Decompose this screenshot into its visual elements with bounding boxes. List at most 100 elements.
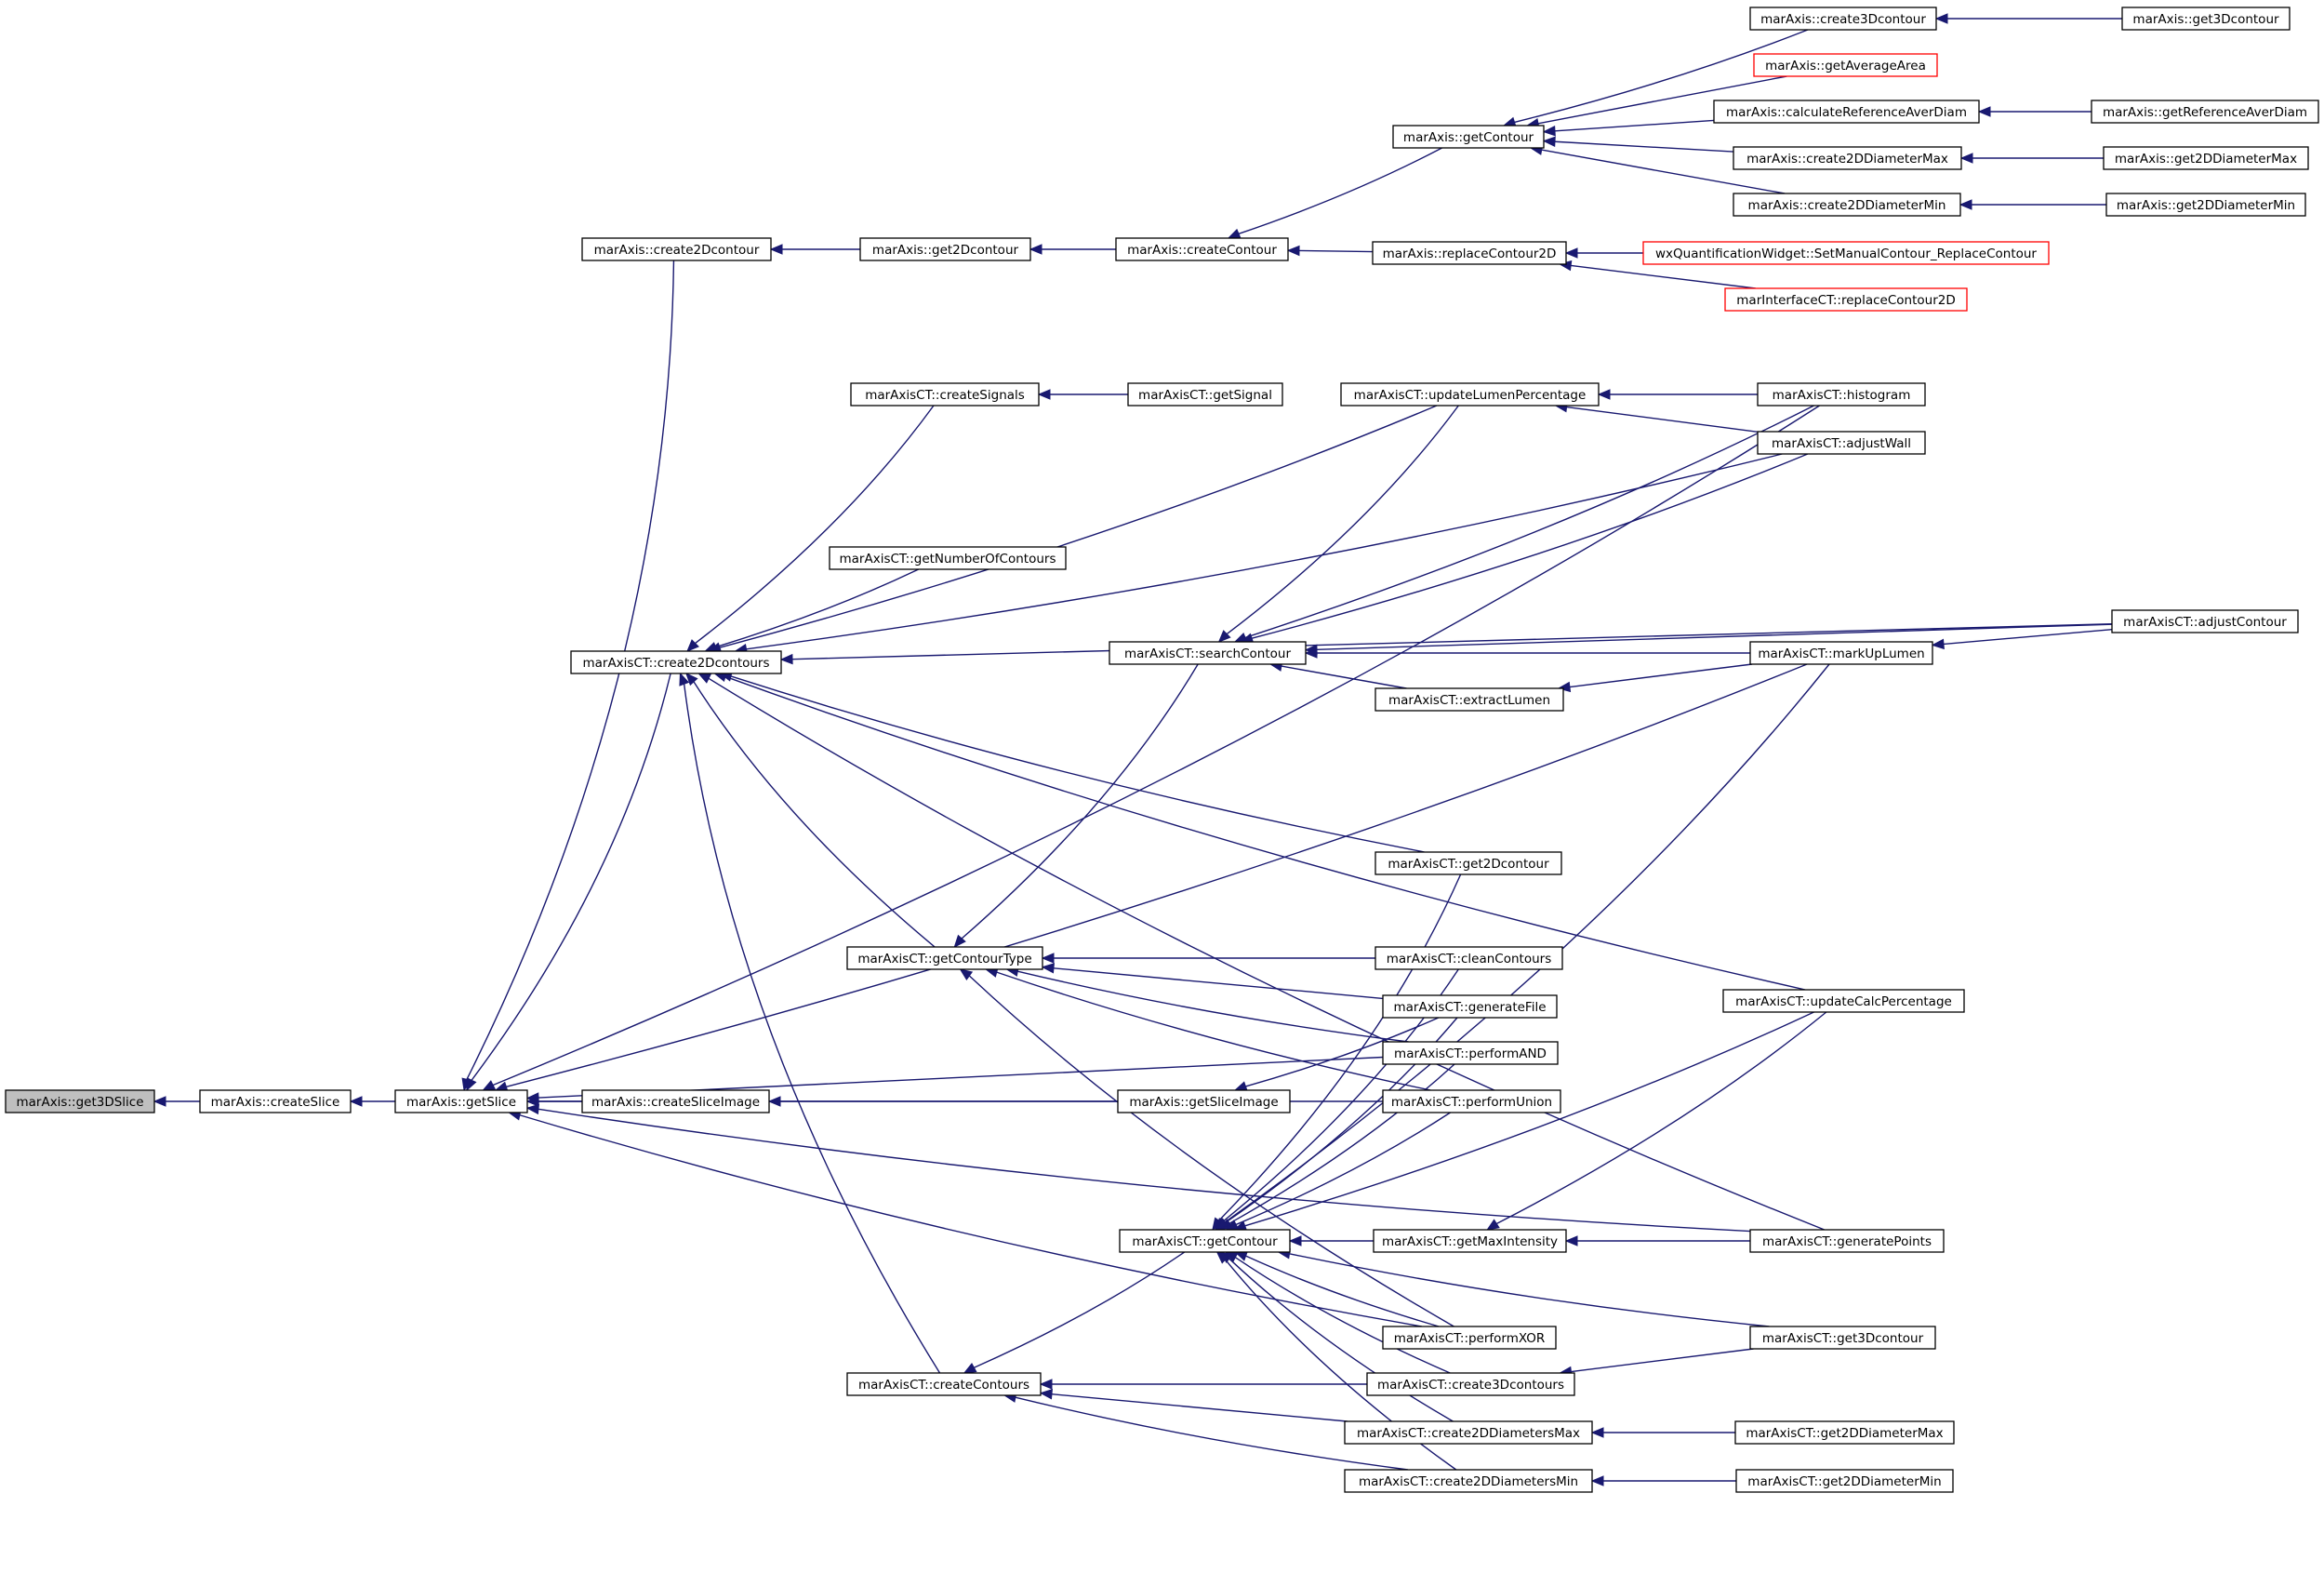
edge-line xyxy=(730,675,1425,853)
node-create2-dcontours[interactable]: marAxisCT::create2Dcontours xyxy=(570,650,782,674)
node-create2-ddiameters-max[interactable]: marAxisCT::create2DDiametersMax xyxy=(1344,1420,1593,1445)
node-label: marAxis::createSlice xyxy=(211,1095,340,1110)
node-box xyxy=(1382,1326,1557,1350)
node-label: marAxisCT::markUpLumen xyxy=(1758,647,1924,661)
edge-arrowhead xyxy=(1215,1218,1229,1231)
node-get2-dcontour[interactable]: marAxis::get2Dcontour xyxy=(859,237,1031,261)
node-extract-lumen[interactable]: marAxisCT::extractLumen xyxy=(1374,687,1564,712)
edge-line xyxy=(1571,1348,1754,1373)
edge-line xyxy=(1537,75,1787,125)
node-adjust-contour[interactable]: marAxisCT::adjustContour xyxy=(2111,609,2299,633)
node-label: marAxis::create3Dcontour xyxy=(1760,12,1926,27)
node-histogram[interactable]: marAxisCT::histogram xyxy=(1757,382,1926,407)
edge-create2-dcontours-to-adjust-contour xyxy=(779,622,2113,665)
node-ct-get2-ddiameter-max[interactable]: marAxisCT::get2DDiameterMax xyxy=(1734,1420,1955,1445)
edge-create-slice-image-to-get-slice-image xyxy=(767,1096,1118,1107)
node-box xyxy=(2091,100,2319,124)
edge-line xyxy=(1228,1063,1455,1224)
edge-get-max-intensity-to-generate-points xyxy=(1564,1235,1750,1246)
edge-line xyxy=(724,675,1806,991)
node-label: marAxisCT::getContourType xyxy=(857,952,1031,966)
node-get2-ddiameter-max[interactable]: marAxis::get2DDiameterMax xyxy=(2103,146,2309,170)
node-label: marAxisCT::create2DDiametersMin xyxy=(1359,1474,1578,1489)
node-label: marAxis::getReferenceAverDiam xyxy=(2103,105,2307,120)
edge-arrowhead xyxy=(1934,13,1948,24)
node-label: marAxis::get3DSlice xyxy=(16,1095,143,1110)
node-get-signal[interactable]: marAxisCT::getSignal xyxy=(1127,382,1283,407)
node-box xyxy=(1119,1229,1291,1253)
node-get-max-intensity[interactable]: marAxisCT::getMaxIntensity xyxy=(1373,1229,1567,1253)
node-get2-ddiameter-min[interactable]: marAxis::get2DDiameterMin xyxy=(2105,193,2306,217)
node-create2-ddiameters-min[interactable]: marAxisCT::create2DDiametersMin xyxy=(1344,1469,1593,1493)
node-perform-and[interactable]: marAxisCT::performAND xyxy=(1382,1041,1559,1065)
node-get-number-of-contours[interactable]: marAxisCT::getNumberOfContours xyxy=(829,546,1067,570)
node-ct-get2-dcontour[interactable]: marAxisCT::get2Dcontour xyxy=(1374,851,1562,875)
node-search-contour[interactable]: marAxisCT::searchContour xyxy=(1109,641,1307,665)
node-create-slice[interactable]: marAxis::createSlice xyxy=(199,1089,352,1113)
node-label: marAxisCT::getContour xyxy=(1132,1234,1278,1249)
node-get-contour-type[interactable]: marAxisCT::getContourType xyxy=(846,946,1043,970)
node-create2-dcontour[interactable]: marAxis::create2Dcontour xyxy=(581,237,772,261)
node-label: marAxis::createContour xyxy=(1127,243,1277,258)
edge-line xyxy=(1289,1253,1770,1327)
edge-create-contours-to-create2-ddiameters-max xyxy=(1039,1389,1348,1422)
node-create-contour[interactable]: marAxis::createContour xyxy=(1115,237,1289,261)
node-create2-ddiameter-max[interactable]: marAxis::create2DDiameterMax xyxy=(1733,146,1962,170)
node-get-contour[interactable]: marAxis::getContour xyxy=(1392,125,1545,149)
node-create-slice-image[interactable]: marAxis::createSliceImage xyxy=(581,1089,770,1113)
node-ct-get2-ddiameter-min[interactable]: marAxisCT::get2DDiameterMin xyxy=(1735,1469,1954,1493)
node-get3-dcontour[interactable]: marAxis::get3Dcontour xyxy=(2121,7,2291,31)
node-update-lumen[interactable]: marAxisCT::updateLumenPercentage xyxy=(1340,382,1600,407)
edge-arrowhead xyxy=(1217,630,1231,643)
edge-line xyxy=(715,568,920,648)
edge-line xyxy=(1244,405,1814,639)
node-label: marAxis::getSliceImage xyxy=(1129,1095,1278,1110)
node-generate-points[interactable]: marAxisCT::generatePoints xyxy=(1749,1229,1945,1253)
node-label: marAxisCT::createContours xyxy=(858,1378,1029,1393)
node-adjust-wall[interactable]: marAxisCT::adjustWall xyxy=(1757,431,1926,455)
node-label: marAxisCT::get2Dcontour xyxy=(1388,857,1549,872)
node-update-calc[interactable]: marAxisCT::updateCalcPercentage xyxy=(1722,989,1965,1013)
node-ct-get3-dcontour[interactable]: marAxisCT::get3Dcontour xyxy=(1749,1326,1936,1350)
node-ct-get-contour[interactable]: marAxisCT::getContour xyxy=(1119,1229,1291,1253)
edge-arrowhead xyxy=(679,672,690,687)
edge-line xyxy=(506,663,1808,1087)
edge-arrowhead xyxy=(704,642,719,652)
edge-line xyxy=(1541,149,1786,194)
node-box xyxy=(1382,994,1558,1019)
node-perform-xor[interactable]: marAxisCT::performXOR xyxy=(1382,1326,1557,1350)
node-get-average-area[interactable]: marAxis::getAverageArea xyxy=(1753,53,1938,77)
node-create-signals[interactable]: marAxisCT::createSignals xyxy=(850,382,1040,407)
node-create-contours[interactable]: marAxisCT::createContours xyxy=(846,1372,1042,1396)
node-replace-contour2-d[interactable]: marAxis::replaceContour2D xyxy=(1372,241,1567,265)
node-get-slice[interactable]: marAxis::getSlice xyxy=(394,1089,528,1113)
edge-mark-up-lumen-to-adjust-contour xyxy=(1931,628,2113,650)
edge-arrowhead xyxy=(953,934,966,948)
edge-line xyxy=(1238,147,1442,234)
edge-calc-ref-aver-diam-to-get-ref-aver-diam xyxy=(1977,106,2092,117)
edge-create3-dcontour-to-get3-dcontour xyxy=(1934,13,2122,24)
edge-arrowhead xyxy=(1304,647,1318,659)
node-get-ref-aver-diam[interactable]: marAxis::getReferenceAverDiam xyxy=(2091,100,2319,124)
node-box xyxy=(1749,7,1937,31)
edge-search-contour-to-histogram xyxy=(1233,405,1814,643)
node-mark-up-lumen[interactable]: marAxisCT::markUpLumen xyxy=(1749,641,1933,665)
node-get3-dslice[interactable]: marAxis::get3DSlice xyxy=(5,1089,155,1113)
node-generate-file[interactable]: marAxisCT::generateFile xyxy=(1382,994,1558,1019)
node-create3-dcontours[interactable]: marAxisCT::create3Dcontours xyxy=(1366,1372,1575,1396)
node-mar-interface-ct[interactable]: marInterfaceCT::replaceContour2D xyxy=(1724,287,1968,312)
node-create3-dcontour[interactable]: marAxis::create3Dcontour xyxy=(1749,7,1937,31)
node-clean-contours[interactable]: marAxisCT::cleanContours xyxy=(1374,946,1563,970)
node-calc-ref-aver-diam[interactable]: marAxis::calculateReferenceAverDiam xyxy=(1713,100,1980,124)
edge-create2-dcontours-to-ct-get2-dcontour xyxy=(719,671,1425,853)
node-create2-ddiameter-min[interactable]: marAxis::create2DDiameterMin xyxy=(1733,193,1961,217)
node-box xyxy=(581,237,772,261)
node-box xyxy=(1749,641,1933,665)
node-wx-quant[interactable]: wxQuantificationWidget::SetManualContour… xyxy=(1642,241,2050,265)
edge-create-contour-to-get-contour xyxy=(1227,147,1442,239)
node-perform-union[interactable]: marAxisCT::performUnion xyxy=(1382,1089,1561,1113)
edge-arrowhead xyxy=(1233,1081,1248,1092)
node-box xyxy=(846,1372,1042,1396)
edge-create2-dcontours-to-get-number-of-contours xyxy=(704,568,920,652)
node-get-slice-image[interactable]: marAxis::getSliceImage xyxy=(1117,1089,1291,1113)
